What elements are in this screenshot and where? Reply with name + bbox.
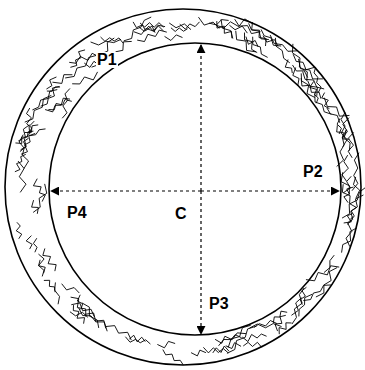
texture-stroke: [124, 17, 151, 41]
texture-stroke: [30, 129, 46, 136]
texture-stroke: [72, 72, 97, 84]
inner-circle: [49, 43, 341, 335]
texture-stroke: [191, 350, 206, 356]
texture-stroke: [18, 161, 26, 192]
texture-stroke: [219, 333, 246, 346]
texture-stroke: [33, 238, 37, 252]
texture-stroke: [125, 337, 150, 344]
texture-stroke: [82, 303, 99, 328]
texture-stroke: [291, 298, 301, 316]
texture-stroke: [139, 26, 163, 32]
point-label: P1: [96, 52, 118, 68]
radius-arrow: [200, 191, 201, 334]
texture-stroke: [62, 88, 70, 118]
texture-stroke: [299, 294, 312, 316]
texture-stroke: [275, 38, 289, 63]
texture-stroke: [73, 305, 84, 324]
texture-stroke: [91, 39, 121, 45]
texture-stroke: [39, 260, 46, 273]
texture-stroke: [140, 23, 164, 28]
texture-stroke: [62, 284, 80, 293]
texture-stroke: [85, 313, 106, 328]
texture-stroke: [217, 21, 232, 38]
texture-stroke: [70, 50, 85, 67]
texture-stroke: [322, 93, 330, 109]
texture-stroke: [308, 81, 318, 96]
texture-stroke: [55, 282, 60, 304]
texture-stroke: [180, 22, 200, 29]
texture-stroke: [48, 100, 71, 110]
texture-stroke: [33, 184, 47, 213]
radius-arrow: [51, 190, 201, 191]
texture-stroke: [134, 25, 165, 34]
texture-stroke: [171, 28, 188, 32]
point-label: P2: [302, 164, 324, 180]
texture-stroke: [19, 135, 28, 169]
texture-stroke: [163, 350, 184, 366]
texture-stroke: [52, 75, 72, 84]
point-label: P4: [66, 205, 88, 221]
texture-stroke: [337, 118, 341, 134]
texture-stroke: [79, 308, 107, 331]
texture-stroke: [327, 108, 340, 123]
texture-stroke: [342, 155, 348, 181]
center-label: C: [174, 206, 188, 222]
texture-stroke: [15, 131, 33, 143]
ring-texture: [15, 17, 365, 365]
texture-stroke: [213, 346, 229, 353]
texture-stroke: [15, 154, 26, 171]
texture-stroke: [16, 222, 21, 238]
texture-stroke: [33, 179, 45, 202]
texture-stroke: [350, 207, 356, 219]
texture-stroke: [26, 236, 32, 249]
texture-stroke: [106, 326, 132, 341]
texture-stroke: [44, 280, 55, 292]
radius-arrow: [201, 190, 339, 191]
texture-stroke: [165, 35, 183, 41]
texture-stroke: [301, 73, 315, 97]
texture-stroke: [216, 19, 253, 28]
texture-stroke: [215, 335, 242, 344]
texture-stroke: [198, 17, 219, 28]
point-label: P3: [208, 296, 230, 312]
texture-stroke: [292, 65, 307, 78]
outer-circle: [5, 9, 361, 365]
texture-stroke: [226, 343, 241, 349]
texture-stroke: [137, 30, 167, 41]
texture-stroke: [116, 41, 132, 51]
texture-stroke: [243, 342, 261, 347]
texture-stroke: [43, 248, 56, 271]
texture-stroke: [342, 184, 356, 207]
texture-stroke: [244, 33, 257, 53]
texture-stroke: [263, 36, 278, 47]
texture-stroke: [157, 341, 175, 347]
texture-stroke: [20, 121, 34, 151]
radius-arrow: [200, 45, 201, 191]
texture-stroke: [32, 200, 39, 214]
texture-stroke: [71, 303, 94, 317]
